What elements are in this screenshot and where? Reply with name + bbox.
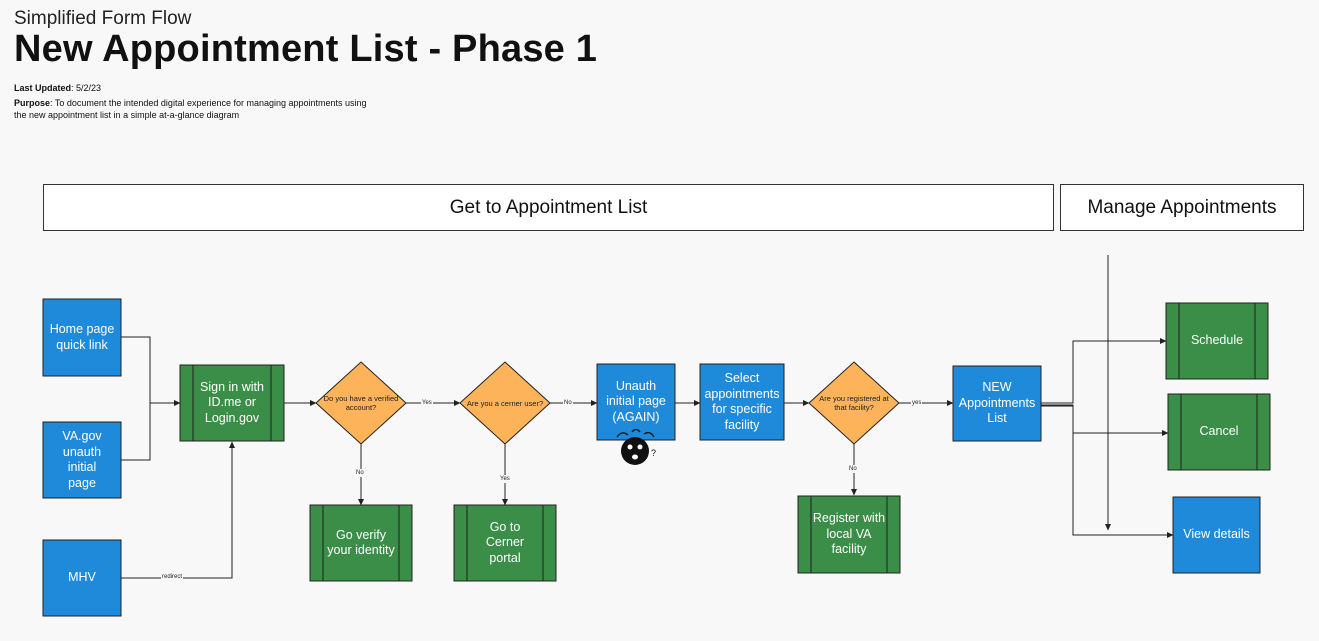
cerner-decision — [459, 361, 551, 445]
purpose-value: : To document the intended digital exper… — [14, 98, 367, 120]
edge-vagov-to-signin — [121, 403, 151, 461]
edge-label-no-verified: No — [355, 469, 365, 477]
decision-diamonds — [315, 361, 900, 445]
edge-list-to-cancel — [1041, 404, 1169, 436]
cancel-node: Cancel — [1199, 424, 1239, 439]
edge-label-no-registered: No — [848, 465, 858, 473]
edge-list-to-schedule — [1041, 338, 1167, 404]
connectors — [121, 255, 1174, 579]
cancel-box — [1167, 393, 1271, 471]
stressed-face-icon: ? — [616, 428, 656, 465]
lane-get-to-appointment-list: Get to Appointment List — [43, 184, 1054, 231]
green-boxes — [179, 302, 1271, 582]
diagram-title: New Appointment List - Phase 1 — [14, 28, 598, 70]
view-details-box — [1172, 496, 1261, 574]
registered-decision-label: Are you registered at that facility? — [819, 394, 889, 412]
blue-boxes — [42, 298, 1261, 617]
register-box — [797, 495, 901, 574]
edge-home-to-signin — [121, 336, 181, 406]
verified-decision — [315, 361, 407, 445]
new-list-box — [952, 365, 1042, 442]
edge-label-redirect: redirect — [161, 573, 184, 581]
edge-label-no-cerner: No — [563, 399, 573, 407]
sign-in-box — [179, 364, 285, 442]
go-cerner-box — [453, 504, 557, 582]
verified-decision-label: Do you have a verified account? — [323, 394, 399, 412]
unauth-again-box — [596, 363, 676, 441]
home-page-quick-link: Home page quick link — [49, 322, 115, 352]
svg-text:?: ? — [651, 448, 656, 458]
select-appts-box — [699, 363, 785, 441]
last-updated-label: Last Updated — [14, 83, 72, 93]
schedule-node: Schedule — [1190, 333, 1244, 348]
view-details-node: View details — [1183, 527, 1250, 542]
diagram-subtitle: Simplified Form Flow — [14, 8, 192, 29]
edge-list-to-details — [1041, 405, 1174, 538]
edge-label-yes-registered: yes — [911, 399, 923, 407]
sign-in-node: Sign in with ID.me or Login.gov — [200, 379, 264, 425]
vagov-box — [42, 421, 122, 499]
last-updated-value: : 5/2/23 — [71, 83, 102, 93]
edge-label-yes-verified: Yes — [421, 399, 433, 407]
last-updated: Last Updated: 5/2/23 — [14, 82, 374, 94]
go-verify-box — [309, 504, 413, 582]
new-appointments-list-node: NEW Appointments List — [958, 380, 1036, 426]
edge-label-yes-cerner: Yes — [499, 475, 511, 483]
edge-mhv-to-signin — [121, 441, 235, 579]
select-appointments-node: Select appointments for specific facilit… — [704, 371, 780, 432]
purpose: Purpose: To document the intended digita… — [14, 97, 374, 121]
unauth-again-node: Unauth initial page (AGAIN) — [606, 378, 666, 424]
registered-decision — [808, 361, 900, 445]
mhv-box — [42, 539, 122, 617]
cerner-decision-label: Are you a cerner user? — [466, 398, 544, 408]
go-cerner-node: Go to Cerner portal — [485, 519, 525, 565]
home-page-box — [42, 298, 122, 377]
mhv-node: MHV — [68, 570, 96, 585]
purpose-label: Purpose — [14, 98, 51, 108]
register-node: Register with local VA facility — [812, 511, 886, 557]
lane-manage-appointments: Manage Appointments — [1060, 184, 1304, 231]
vagov-unauth-page: VA.gov unauth initial page — [62, 429, 102, 490]
schedule-box — [1165, 302, 1269, 380]
go-verify-node: Go verify your identity — [327, 527, 395, 558]
